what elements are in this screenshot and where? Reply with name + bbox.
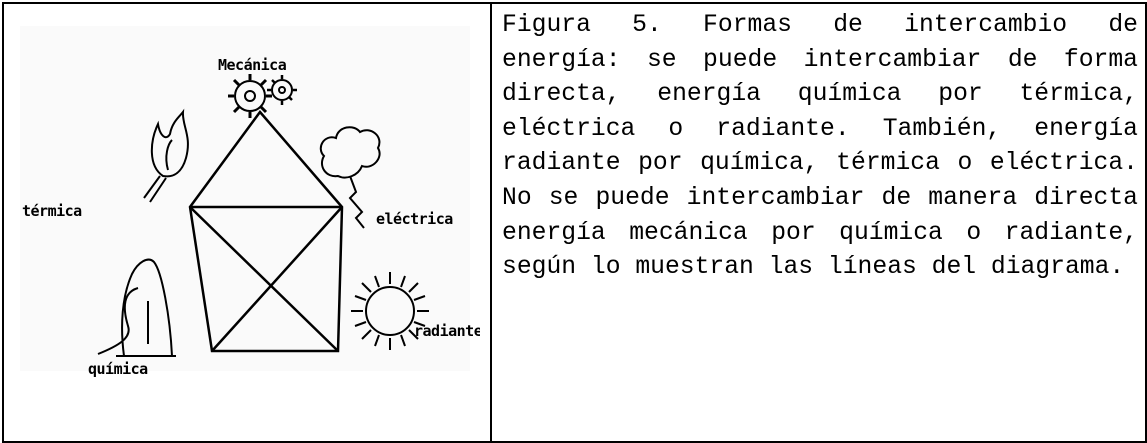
flame-icon bbox=[143, 108, 189, 203]
energy-diagram: Mecánica térmica eléctrica química radia… bbox=[20, 26, 480, 378]
pentagon-diagram bbox=[188, 109, 344, 353]
sun-icon bbox=[351, 272, 429, 350]
column-divider bbox=[490, 4, 492, 441]
label-mecanica: Mecánica bbox=[218, 56, 287, 74]
line-electrica-quimica bbox=[211, 206, 343, 352]
label-quimica: química bbox=[88, 360, 148, 378]
figure-background bbox=[20, 26, 470, 371]
figure-cell: Mecánica térmica eléctrica química radia… bbox=[4, 4, 490, 441]
gears-icon bbox=[228, 74, 297, 118]
label-radiante: radiante bbox=[414, 322, 480, 340]
flask-icon bbox=[97, 258, 176, 357]
caption-cell: Figura 5. Formas de intercambio de energ… bbox=[498, 4, 1144, 441]
lightning-cloud-icon bbox=[319, 126, 381, 229]
label-termica: térmica bbox=[22, 202, 82, 220]
line-termica-radiante bbox=[189, 206, 339, 352]
label-electrica: eléctrica bbox=[376, 210, 453, 228]
figure-caption: Figura 5. Formas de intercambio de energ… bbox=[502, 11, 1138, 282]
pentagon-outline bbox=[188, 109, 344, 353]
